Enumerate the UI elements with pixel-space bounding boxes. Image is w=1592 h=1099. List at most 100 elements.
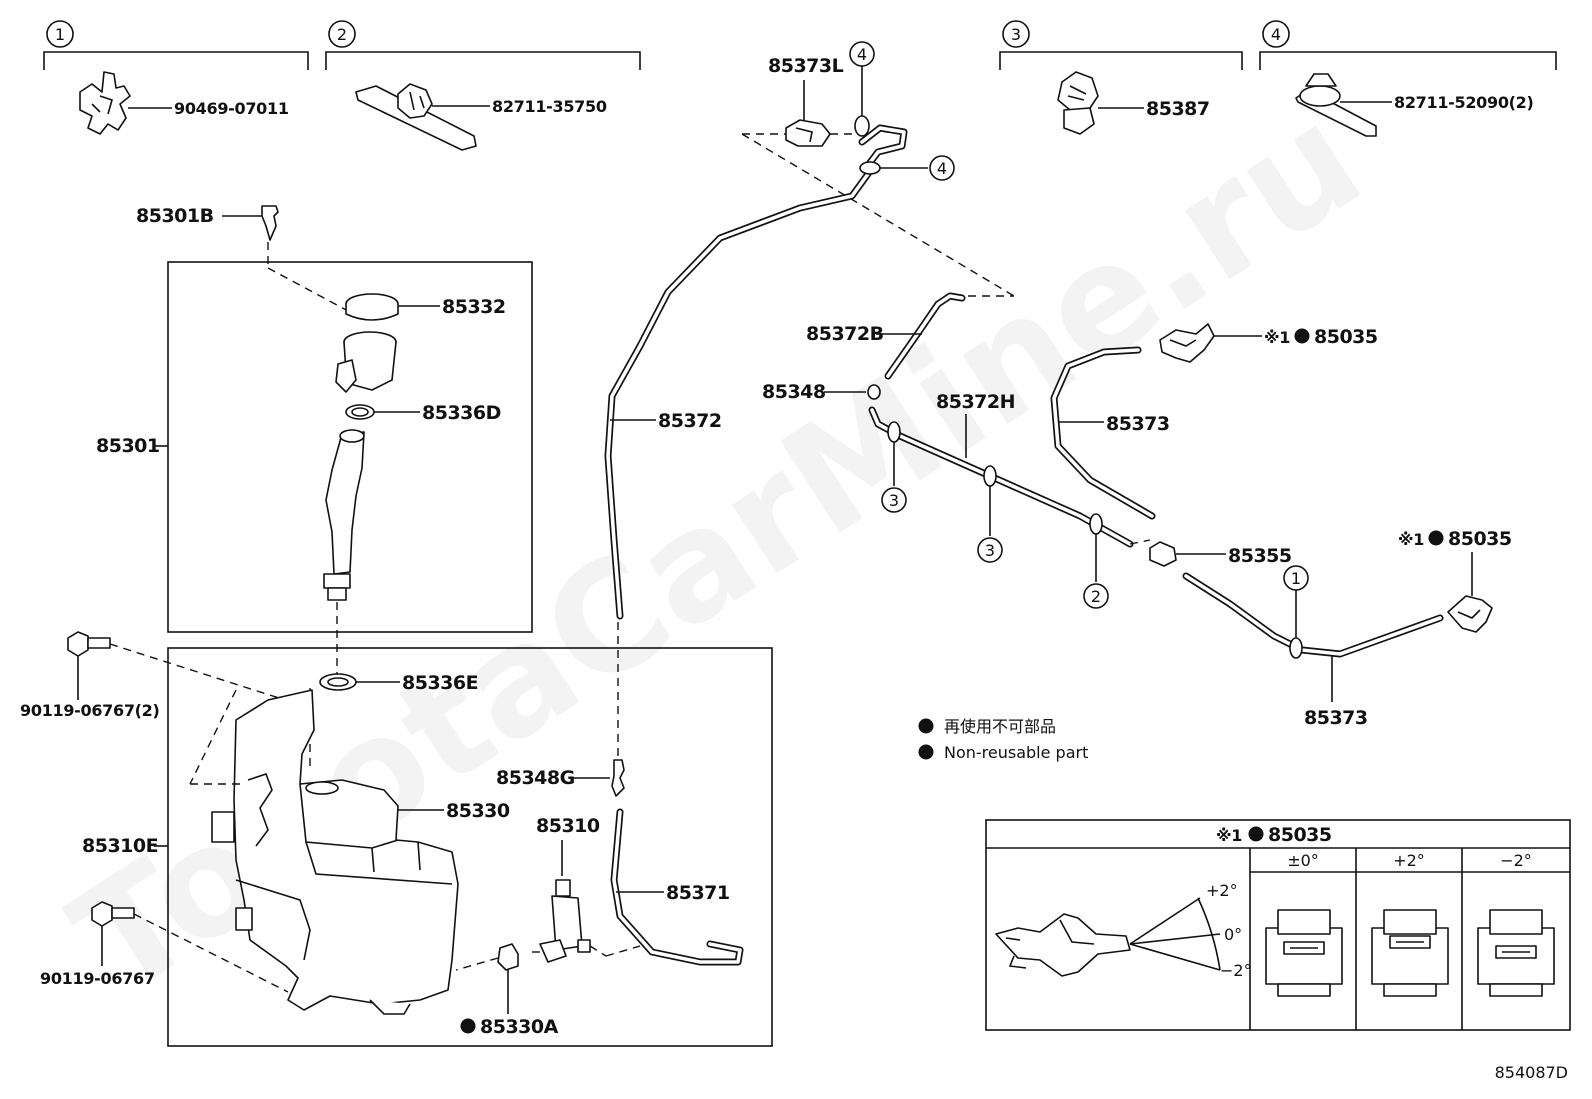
non-reusable-dot bbox=[1294, 328, 1310, 344]
fastener-85301B[interactable]: 85301B bbox=[136, 205, 279, 241]
svg-text:85336D: 85336D bbox=[422, 402, 501, 424]
clamp-plate-icon bbox=[355, 83, 477, 151]
joint-85348G[interactable]: 85348G bbox=[496, 759, 625, 797]
inset-non-reusable-dot bbox=[1248, 826, 1264, 842]
svg-text:85348G: 85348G bbox=[496, 767, 575, 789]
angle-zero: 0° bbox=[1224, 925, 1242, 944]
svg-text:85336E: 85336E bbox=[402, 672, 478, 694]
legend-en: Non-reusable part bbox=[944, 743, 1088, 762]
group-2-number: 2 bbox=[337, 25, 347, 44]
svg-text:85301B: 85301B bbox=[136, 205, 214, 227]
washer-tank-85330[interactable]: 85330 bbox=[211, 689, 510, 1015]
svg-text:85371: 85371 bbox=[666, 882, 730, 904]
inset-title: 85035 bbox=[1268, 824, 1332, 846]
grommet-85330A[interactable]: 85330A bbox=[460, 943, 559, 1038]
group-1-part: 90469-07011 bbox=[174, 99, 289, 118]
tank-assembly-box bbox=[167, 647, 773, 1047]
svg-text:85310E: 85310E bbox=[82, 835, 158, 857]
svg-text:85035: 85035 bbox=[1314, 326, 1378, 348]
svg-text:85330A: 85330A bbox=[480, 1016, 559, 1038]
group-4-number: 4 bbox=[1271, 25, 1281, 44]
svg-text:90119-06767(2): 90119-06767(2) bbox=[20, 701, 160, 720]
hose-85373-lower[interactable]: 85373 bbox=[1182, 572, 1444, 729]
clip-icon bbox=[79, 71, 131, 135]
clip-ref-2[interactable]: 2 bbox=[1083, 534, 1109, 609]
clip-ref-4a[interactable]: 4 bbox=[849, 41, 875, 116]
group-3-number: 3 bbox=[1011, 25, 1021, 44]
diagram-id: 854087D bbox=[1495, 1063, 1568, 1082]
svg-text:85348: 85348 bbox=[762, 381, 826, 403]
bolt-90119-06767-2[interactable]: 90119-06767(2) bbox=[20, 631, 160, 720]
hose-85372H[interactable]: 85372H bbox=[868, 391, 1151, 548]
hose-85373-upper[interactable]: 85373 bbox=[1050, 346, 1170, 520]
label-85301[interactable]: 85301 bbox=[96, 435, 168, 457]
svg-text:85301: 85301 bbox=[96, 435, 160, 457]
inset-note-mark: ※1 bbox=[1216, 826, 1242, 845]
hose-85372[interactable]: 85372 bbox=[604, 170, 872, 620]
clip-ref-1[interactable]: 1 bbox=[1283, 565, 1309, 638]
group-4[interactable]: 4 82711-52090(2) bbox=[1259, 20, 1557, 137]
svg-text:4: 4 bbox=[937, 159, 947, 178]
svg-text:3: 3 bbox=[985, 541, 995, 560]
clip-85387-icon bbox=[1057, 71, 1099, 135]
inlet-assembly-box bbox=[167, 261, 533, 633]
legend-dot-en bbox=[918, 744, 934, 760]
svg-text:85372: 85372 bbox=[658, 410, 722, 432]
svg-text:85373L: 85373L bbox=[768, 55, 844, 77]
group-3[interactable]: 3 85387 bbox=[999, 20, 1243, 135]
svg-text:85035: 85035 bbox=[1448, 528, 1512, 550]
inset-col-minus: −2° bbox=[1500, 851, 1532, 870]
non-reusable-dot bbox=[1428, 530, 1444, 546]
nozzle-85035-a[interactable]: ※1 85035 bbox=[1159, 323, 1378, 363]
filler-tube bbox=[325, 431, 365, 575]
bolt-90119-06767[interactable]: 90119-06767 bbox=[40, 901, 155, 988]
angle-plus: +2° bbox=[1206, 881, 1238, 900]
group-4-part: 82711-52090(2) bbox=[1394, 93, 1534, 112]
pump-85310[interactable]: 85310 bbox=[536, 815, 600, 963]
legend: 再使用不可部品 Non-reusable part bbox=[918, 717, 1088, 762]
hose-85372B[interactable]: 85372B bbox=[806, 292, 966, 380]
nozzle-85373L[interactable]: 85373L bbox=[768, 55, 844, 147]
svg-text:85373: 85373 bbox=[1304, 707, 1368, 729]
legend-dot-jp bbox=[918, 718, 934, 734]
clamp-82711-52090-icon bbox=[1295, 73, 1377, 137]
clip-ref-3a[interactable]: 3 bbox=[881, 442, 907, 513]
svg-text:3: 3 bbox=[889, 491, 899, 510]
clip-ref-3b[interactable]: 3 bbox=[977, 486, 1003, 563]
grommet-85336E[interactable]: 85336E bbox=[319, 672, 479, 694]
group-1[interactable]: 1 90469-07011 bbox=[43, 20, 309, 135]
svg-text:90119-06767: 90119-06767 bbox=[40, 969, 155, 988]
inset-col-zero: ±0° bbox=[1287, 851, 1319, 870]
svg-text:2: 2 bbox=[1091, 587, 1101, 606]
svg-text:85310: 85310 bbox=[536, 815, 600, 837]
note-mark-a: ※1 bbox=[1264, 328, 1290, 347]
clip-ref-4b[interactable]: 4 bbox=[880, 155, 955, 181]
nozzle-front-plus bbox=[1371, 909, 1449, 997]
label-85310E[interactable]: 85310E bbox=[82, 835, 168, 857]
hose-upper-loop bbox=[854, 115, 908, 175]
hose-85371[interactable]: 85371 bbox=[610, 808, 744, 966]
joint-85348[interactable]: 85348 bbox=[762, 381, 881, 403]
angle-minus: −2° bbox=[1220, 961, 1252, 980]
svg-text:85330: 85330 bbox=[446, 800, 510, 822]
svg-text:85373: 85373 bbox=[1106, 413, 1170, 435]
svg-text:85372B: 85372B bbox=[806, 323, 884, 345]
nozzle-85035-b[interactable]: ※1 85035 bbox=[1398, 528, 1512, 633]
non-reusable-dot bbox=[460, 1018, 476, 1034]
nozzle-front-minus bbox=[1477, 909, 1555, 997]
group-2[interactable]: 2 82711-35750 bbox=[325, 20, 641, 151]
group-1-number: 1 bbox=[55, 25, 65, 44]
joint-85355[interactable]: 85355 bbox=[1149, 541, 1292, 567]
ring-85336D[interactable]: 85336D bbox=[345, 402, 501, 424]
svg-text:85332: 85332 bbox=[442, 296, 506, 318]
group-2-part: 82711-35750 bbox=[492, 97, 607, 116]
inlet-neck bbox=[335, 331, 397, 393]
inset-col-plus: +2° bbox=[1393, 851, 1425, 870]
inset-nozzle-angles: ※1 85035 ±0° +2° −2° +2° 0° −2° bbox=[985, 819, 1571, 1031]
note-mark-b: ※1 bbox=[1398, 530, 1424, 549]
cap-85332[interactable]: 85332 bbox=[345, 293, 506, 321]
svg-text:4: 4 bbox=[857, 45, 867, 64]
nozzle-side-view: +2° 0° −2° bbox=[995, 881, 1252, 980]
svg-text:1: 1 bbox=[1291, 569, 1301, 588]
